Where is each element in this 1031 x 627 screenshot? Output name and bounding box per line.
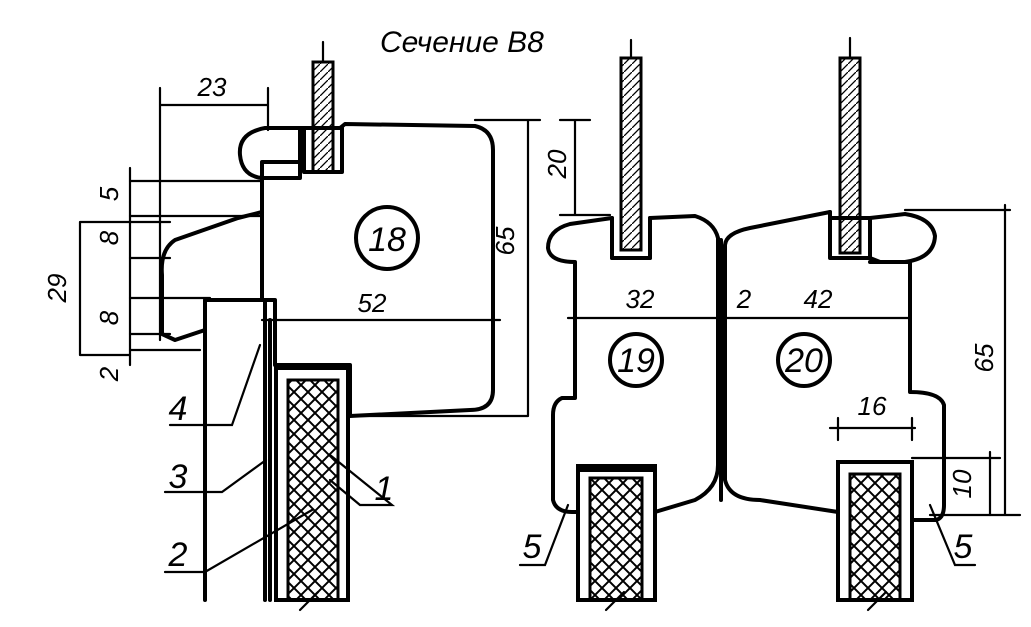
dim-5: 5 bbox=[94, 186, 124, 201]
callout-3: 3 bbox=[169, 458, 188, 496]
callout-lines-5 bbox=[518, 503, 977, 567]
profile-number-18: 18 bbox=[368, 221, 406, 259]
middle-dimension-lines bbox=[558, 118, 912, 320]
dim-20: 20 bbox=[542, 149, 572, 179]
profile-number-circle bbox=[608, 332, 664, 388]
dim-65-right: 65 bbox=[969, 343, 999, 372]
glass-pane-left bbox=[311, 40, 335, 174]
profile-number-circle bbox=[354, 205, 420, 271]
dim-32: 32 bbox=[626, 284, 655, 314]
dim-29: 29 bbox=[42, 274, 72, 304]
callout-2: 2 bbox=[168, 536, 188, 574]
insulation-middle bbox=[576, 464, 657, 612]
callout-1: 1 bbox=[375, 470, 394, 508]
callout-5-right: 5 bbox=[954, 528, 973, 566]
dim-2-left: 2 bbox=[94, 366, 124, 382]
dim-16: 16 bbox=[858, 391, 887, 421]
dim-8-bottom: 8 bbox=[94, 310, 124, 325]
profile-20: 20 bbox=[723, 210, 946, 522]
profile-18: 18 bbox=[159, 122, 495, 418]
insulation-right bbox=[836, 460, 914, 612]
callout-4: 4 bbox=[169, 390, 188, 428]
frame-element-4 bbox=[203, 298, 267, 602]
dim-52: 52 bbox=[358, 288, 387, 318]
callout-lines-left bbox=[163, 343, 396, 574]
profile-19: 19 bbox=[546, 214, 720, 514]
dim-8-top: 8 bbox=[94, 230, 124, 245]
profile-number-20: 20 bbox=[784, 342, 823, 380]
dim-42: 42 bbox=[804, 284, 833, 314]
left-dimension-lines bbox=[78, 86, 542, 418]
glass-pane-middle bbox=[619, 38, 643, 252]
insulation-element-1 bbox=[274, 366, 350, 612]
dim-2-mid: 2 bbox=[736, 284, 752, 314]
profile-number-19: 19 bbox=[617, 342, 655, 380]
right-dimension-lines bbox=[828, 203, 1022, 517]
glass-pane-right bbox=[838, 36, 862, 255]
dim-65-left: 65 bbox=[490, 226, 520, 255]
drawing-title: Сечение В8 bbox=[380, 26, 544, 59]
callout-5-left: 5 bbox=[523, 528, 542, 566]
profile-number-circle bbox=[776, 332, 832, 388]
dim-10: 10 bbox=[947, 469, 977, 498]
dim-23: 23 bbox=[197, 72, 227, 102]
